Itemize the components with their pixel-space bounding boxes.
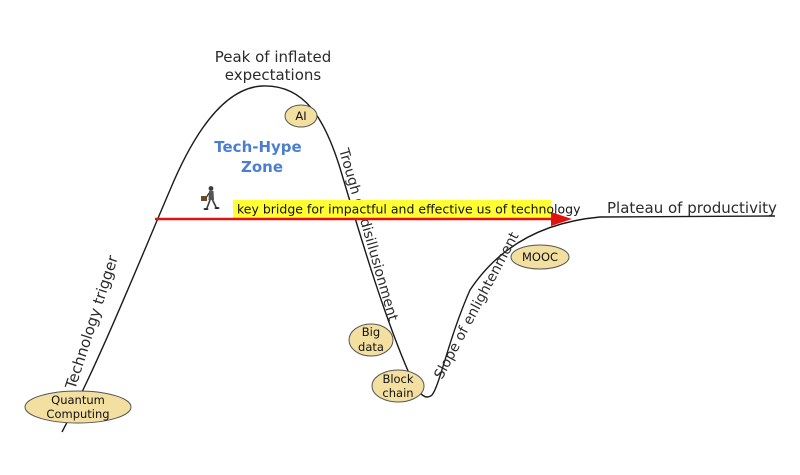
- tag-ai: AI: [284, 104, 318, 128]
- tech-hype-zone-line2: Zone: [241, 158, 283, 176]
- peak-label-line1: Peak of inflated: [215, 48, 332, 66]
- tag-mooc: MOOC: [510, 244, 570, 270]
- tag-ai-label: AI: [295, 109, 306, 123]
- bridge-highlight: [233, 200, 551, 218]
- tag-block-chain: Block chain: [371, 369, 425, 403]
- peak-label-line2: expectations: [225, 66, 322, 84]
- plateau-label: Plateau of productivity: [607, 199, 777, 217]
- tag-quantum-computing: Quantum Computing: [24, 390, 132, 424]
- bridge-arrow-head: [551, 212, 572, 226]
- tag-mooc-label: MOOC: [522, 250, 558, 264]
- tag-big-data: Big data: [348, 323, 394, 357]
- bridge-label: key bridge for impactful and effective u…: [237, 202, 581, 217]
- trough-label-line2: disillusionment: [356, 217, 401, 324]
- tag-big-data-line1: Big: [362, 325, 380, 339]
- tag-big-data-line2: data: [358, 340, 384, 354]
- tag-block-chain-line1: Block: [382, 372, 413, 386]
- walking-person-icon: [201, 186, 220, 210]
- tag-quantum-computing-line2: Computing: [46, 407, 109, 421]
- tag-quantum-computing-line1: Quantum: [51, 393, 105, 407]
- tech-hype-zone-line1: Tech-Hype: [214, 138, 301, 156]
- slope-label: Slope of enlightenment: [431, 229, 522, 382]
- tag-block-chain-line2: chain: [382, 386, 413, 400]
